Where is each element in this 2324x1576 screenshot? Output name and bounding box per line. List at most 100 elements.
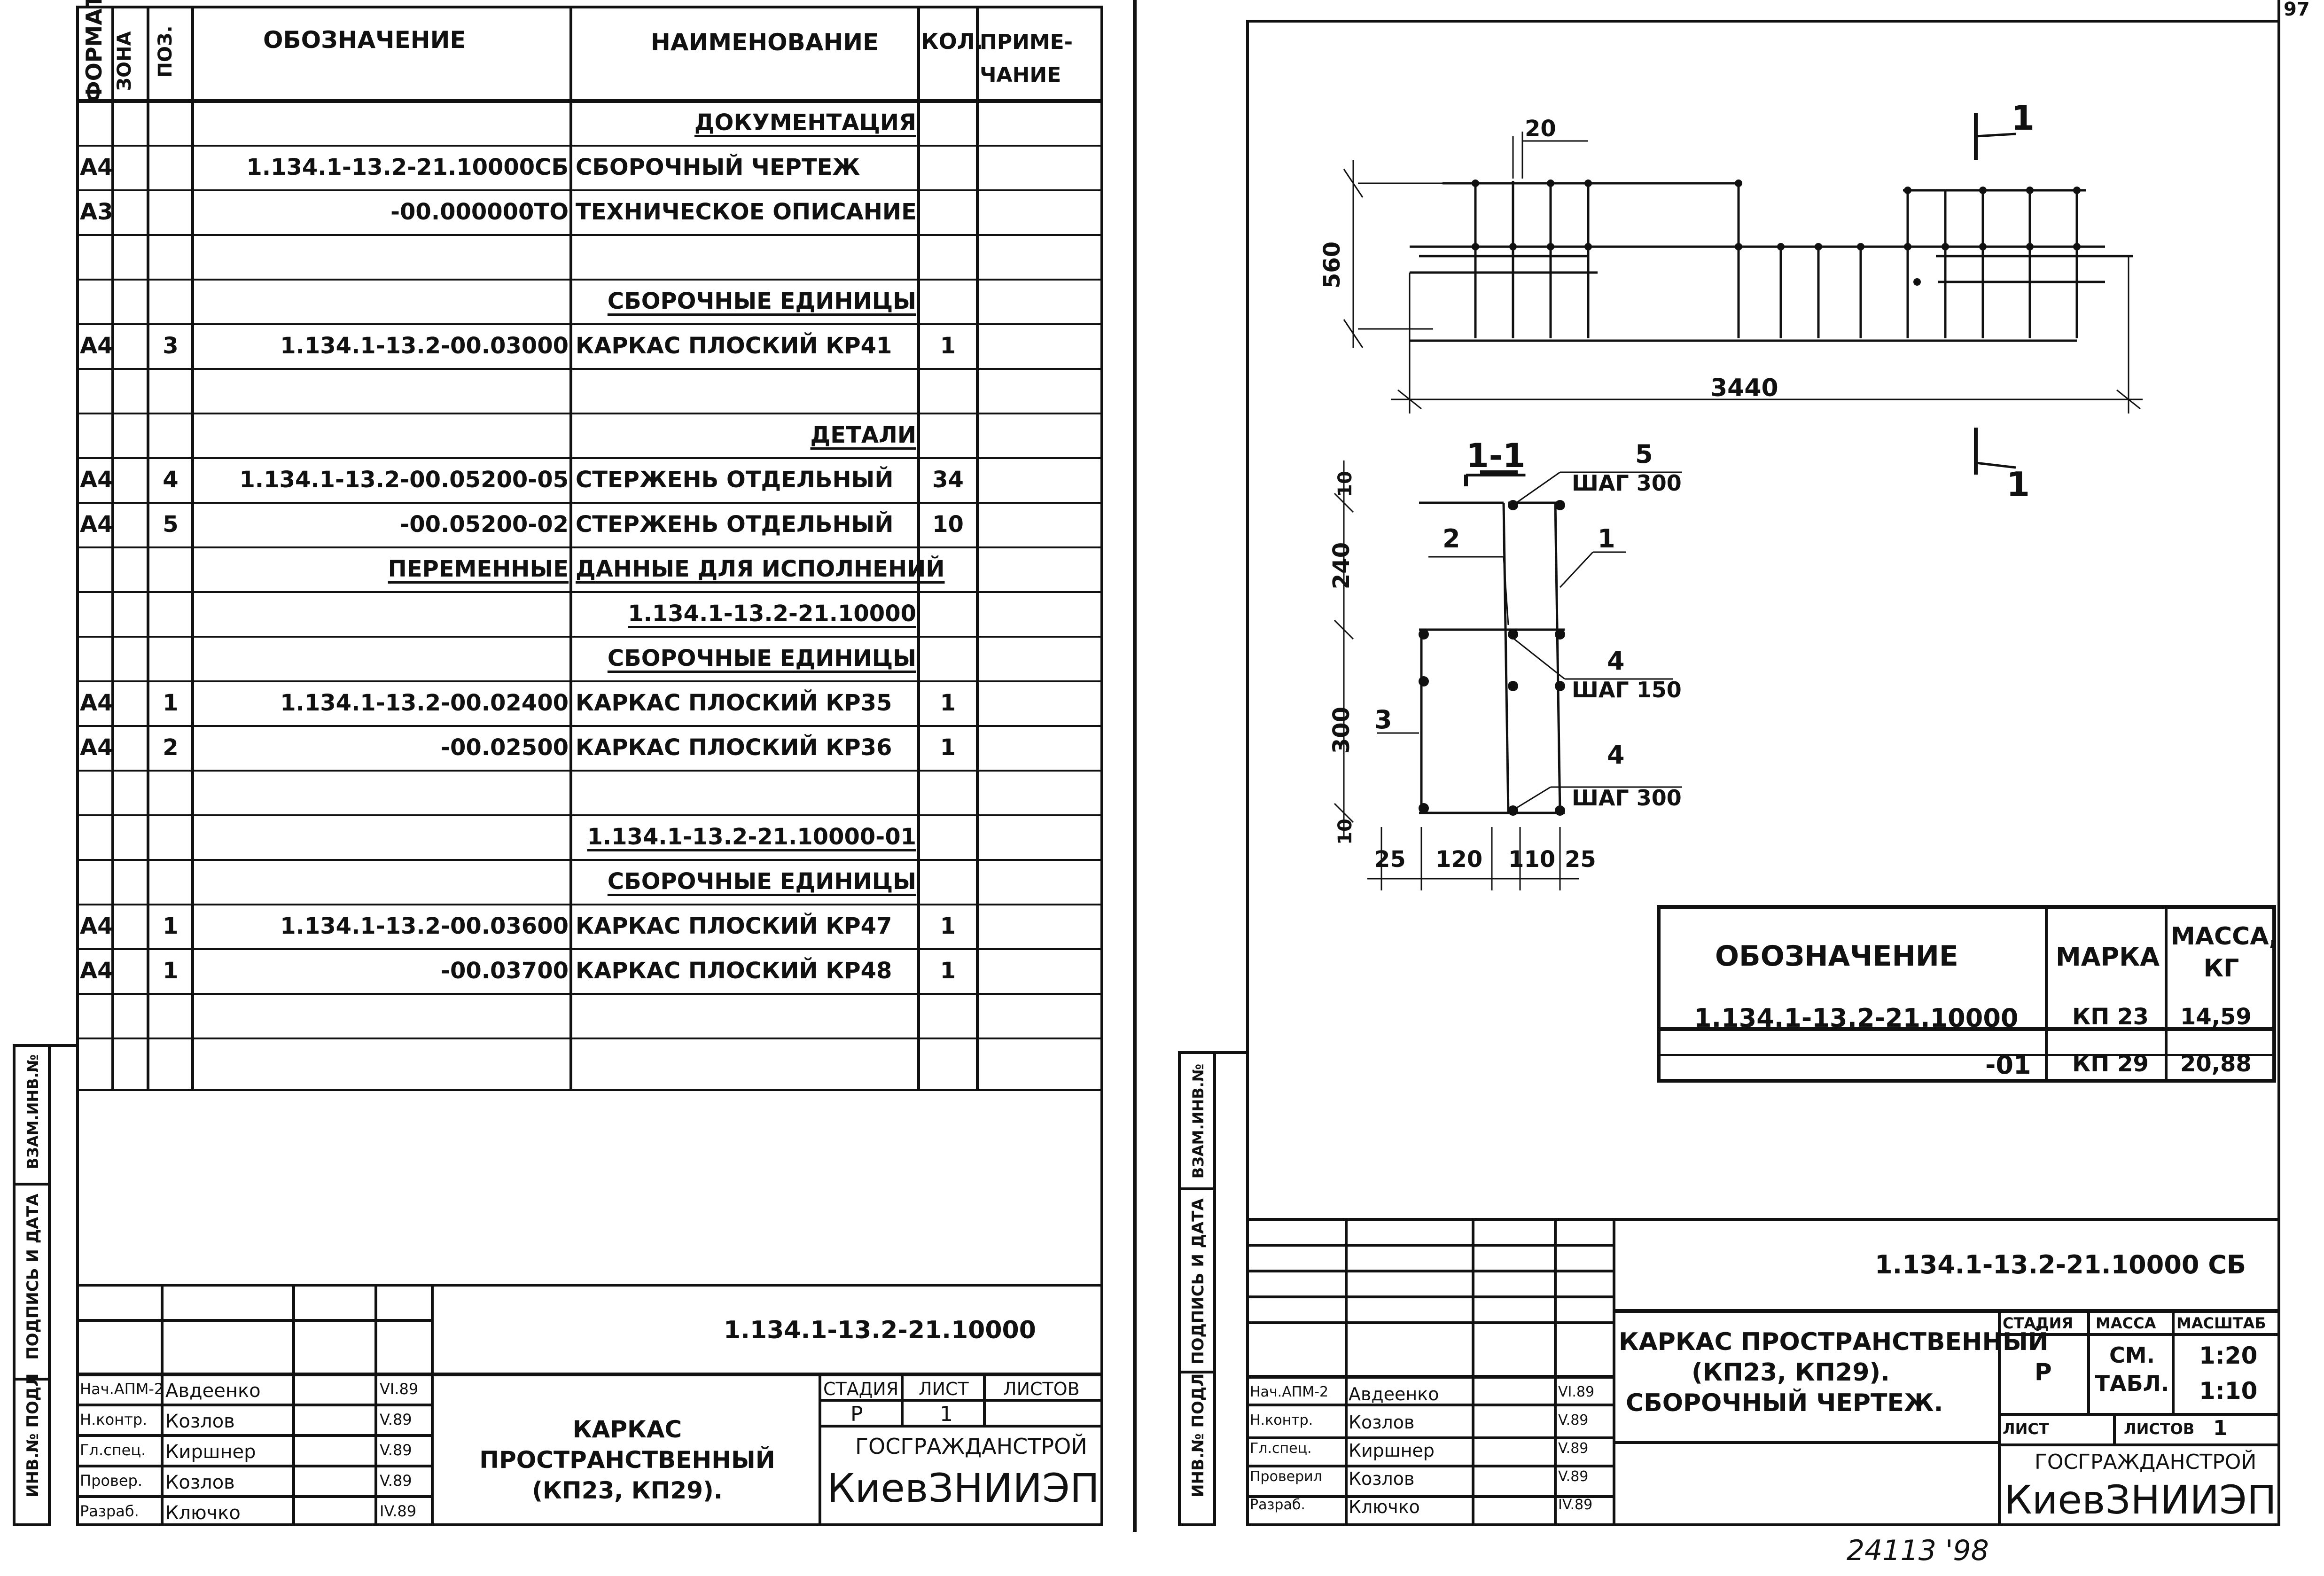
header-format: ФОРМАТ [81,0,107,102]
dim-25-left: 25 [1374,846,1406,873]
spec-row-format: А4 [80,511,113,538]
right-side-label-sign: ПОДПИСЬ И ДАТА [1189,1198,1208,1365]
spec-row-designation: 1.134.1-13.2-21.10000СБ [246,154,569,180]
right-scale1: 1:20 [2199,1342,2258,1369]
spec-row-format: А4 [80,913,113,939]
dim-20: 20 [1525,116,1556,142]
left-org1: ГОСГРАЖДАНСТРОЙ [855,1434,1087,1459]
spec-row-name: КАРКАС ПЛОСКИЙ КР35 [576,690,892,716]
spec-row-designation: 1.134.1-13.2-00.05200-05 [239,467,569,493]
right-scale2: 1:10 [2199,1377,2258,1404]
spec-row-qty: 1 [940,913,956,939]
signatory-date: V.89 [380,1411,412,1428]
left-org2: КиевЗНИИЭП [827,1465,1100,1511]
spec-row-format: А4 [80,734,113,761]
spec-row-name: СБОРОЧНЫЕ ЕДИНИЦЫ [607,868,916,895]
signatory-name: Козлов [165,1411,235,1432]
spec-row-qty: 10 [932,511,964,538]
spec-row-designation: -00.02500 [441,734,569,761]
signatory-role: Разраб. [1250,1497,1305,1513]
signatory-name: Авдеенко [165,1380,261,1402]
spec-row-name: 1.134.1-13.2-21.10000 [628,601,916,627]
spec-row-pos: 1 [163,958,179,984]
spec-row-designation: 1.134.1-13.2-00.03600 [280,913,569,939]
dim-300: 300 [1328,706,1355,754]
right-side-label-inv: ИНВ.№ ПОДЛ [1189,1373,1208,1498]
mass-row1-mark: КП 23 [2072,1004,2149,1030]
dim-10-top: 10 [1334,471,1356,497]
spec-row-name: ДОКУМЕНТАЦИЯ [694,109,916,136]
signatory-role: Н.контр. [80,1411,148,1428]
mass-header-mark: МАРКА [2056,942,2160,972]
header-pos: ПОЗ. [155,25,176,78]
mass-row1-mass: 14,59 [2180,1004,2252,1030]
spec-row-name: ТЕХНИЧЕСКОЕ ОПИСАНИЕ [576,199,917,225]
signatory-role: Нач.АПМ-2 [80,1380,164,1398]
dim-25-right: 25 [1565,846,1596,873]
left-side-label-inv: ИНВ.№ ПОДЛ [23,1373,42,1498]
left-side-label-vzam: ВЗАМ.ИНВ.№ [24,1054,42,1170]
spec-row-qty: 34 [932,467,964,493]
callout-2-num: 2 [1443,524,1460,554]
spec-row-format: А4 [80,467,113,493]
header-designation: ОБОЗНАЧЕНИЕ [263,26,466,54]
spec-row-name: ДАННЫЕ ДЛЯ ИСПОЛНЕНИЙ [576,556,945,582]
mass-header-mass: МАССА, КГ [2171,922,2278,983]
spec-row-format: А4 [80,958,113,984]
signatory-date: IV.89 [380,1502,417,1520]
signatory-role: Н.контр. [1250,1412,1313,1428]
left-sheet-frame [76,6,1103,1526]
spec-row-designation: -00.05200-02 [400,511,569,538]
callout-5-label: ШАГ 300 [1572,470,1682,496]
signatory-name: Ключко [1349,1497,1420,1517]
left-sheets-label: ЛИСТОВ [1003,1379,1080,1399]
corner-number: 97 [2284,0,2310,20]
signatory-date: V.89 [1558,1468,1589,1485]
header-note: ПРИМЕ-ЧАНИЕ [980,30,1073,87]
signatory-date: VI.89 [380,1380,419,1398]
spec-row-designation: 1.134.1-13.2-00.03000 [280,333,569,359]
right-mass-value: СМ. ТАБЛ. [2095,1342,2169,1396]
left-side-label-sign: ПОДПИСЬ И ДАТА [23,1194,42,1360]
signatory-role: Гл.спец. [80,1441,146,1459]
spec-row-pos: 1 [163,913,179,939]
dim-120: 120 [1435,846,1483,873]
right-org2: КиевЗНИИЭП [2004,1477,2277,1523]
callout-4a-num: 4 [1607,646,1625,676]
header-name: НАИМЕНОВАНИЕ [651,29,879,56]
left-stage-label: СТАДИЯ [823,1379,899,1399]
dim-110: 110 [1508,846,1556,873]
right-mass-label: МАССА [2096,1314,2156,1332]
spec-row-name: СБОРОЧНЫЕ ЕДИНИЦЫ [607,288,916,314]
spec-row-format: А4 [80,333,113,359]
right-sheets-label: ЛИСТОВ [2124,1420,2195,1438]
signatory-name: Козлов [165,1472,235,1493]
signatory-name: Киршнер [1349,1440,1435,1461]
signatory-date: V.89 [380,1441,412,1459]
spec-row-designation: ПЕРЕМЕННЫЕ [388,556,569,582]
left-title: КАРКАС ПРОСТРАНСТВЕННЫЙ (КП23, КП29). [479,1416,775,1504]
spec-row-name: ДЕТАЛИ [810,422,916,448]
mass-row2-mark: КП 29 [2072,1051,2149,1077]
spec-row-name: СБОРОЧНЫЕ ЕДИНИЦЫ [607,645,916,671]
spec-row-pos: 5 [163,511,179,538]
right-org1: ГОСГРАЖДАНСТРОЙ [2035,1450,2257,1474]
callout-4a-label: ШАГ 150 [1572,677,1682,702]
spec-row-pos: 3 [163,333,179,359]
right-sheet-label: ЛИСТ [2003,1420,2049,1438]
signatory-date: IV.89 [1558,1497,1593,1513]
mass-row2-mass: 20,88 [2180,1051,2252,1077]
spec-row-name: КАРКАС ПЛОСКИЙ КР36 [576,734,892,761]
signatory-role: Нач.АПМ-2 [1250,1384,1329,1400]
signatory-role: Проверил [1250,1468,1322,1485]
spec-row-designation: -00.03700 [441,958,569,984]
signatory-date: V.89 [380,1472,412,1490]
mass-header-designation: ОБОЗНАЧЕНИЕ [1715,940,1958,973]
right-stage: Р [2035,1358,2052,1386]
dim-560: 560 [1319,241,1346,289]
spec-row-name: КАРКАС ПЛОСКИЙ КР41 [576,333,892,359]
spec-row-name: СБОРОЧНЫЙ ЧЕРТЕЖ [576,154,860,180]
section-mark-top: 1 [2011,98,2035,138]
left-sheet-label: ЛИСТ [919,1379,969,1399]
right-sheets-count: 1 [2213,1416,2228,1440]
